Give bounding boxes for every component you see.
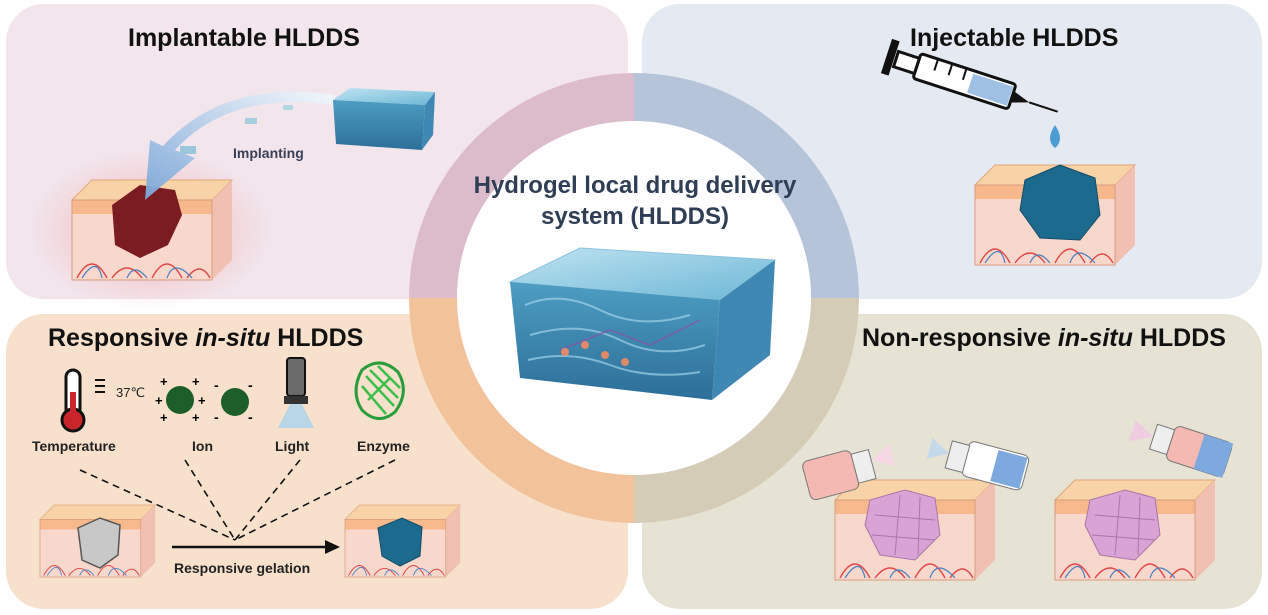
temperature-value: 37℃ bbox=[116, 385, 146, 400]
svg-text:+: + bbox=[198, 393, 206, 408]
spray-bottle-dual-icon bbox=[1128, 420, 1234, 478]
droplet-icon bbox=[1050, 125, 1060, 148]
light-lamp-icon bbox=[278, 357, 314, 428]
injectable-title: Injectable HLDDS bbox=[910, 24, 1119, 52]
ion-negative-icon: - - - - bbox=[214, 377, 253, 425]
implanting-label: Implanting bbox=[233, 145, 304, 161]
svg-text:-: - bbox=[248, 409, 253, 425]
svg-text:+: + bbox=[192, 374, 200, 389]
ring-implantable bbox=[409, 73, 634, 298]
ion-positive-icon: + + + + + + bbox=[155, 374, 206, 425]
ring-injectable bbox=[634, 73, 859, 298]
implant-arrow-icon bbox=[145, 91, 335, 200]
stimuli-dashed-lines bbox=[79, 459, 396, 541]
svg-text:-: - bbox=[248, 377, 253, 393]
thermometer-icon bbox=[60, 368, 105, 433]
nonresponsive-skin-left bbox=[834, 479, 996, 581]
ring-responsive bbox=[409, 298, 634, 523]
responsive-after-skin bbox=[344, 504, 461, 578]
stimulus-label-temperature: Temperature bbox=[32, 438, 116, 454]
svg-text:-: - bbox=[214, 409, 219, 425]
responsive-title: Responsive in-situ HLDDS bbox=[48, 324, 364, 352]
svg-text:+: + bbox=[160, 374, 168, 389]
svg-text:+: + bbox=[192, 410, 200, 425]
nonresponsive-skin-right bbox=[1054, 479, 1216, 581]
implanted-gel-icon bbox=[112, 185, 182, 258]
central-hydrogel-icon bbox=[508, 247, 777, 400]
stimulus-label-light: Light bbox=[275, 438, 310, 454]
enzyme-icon bbox=[354, 361, 405, 420]
injectable-illustration bbox=[880, 38, 1136, 266]
spray-bottle-blue-icon bbox=[926, 437, 1030, 491]
svg-text:+: + bbox=[160, 410, 168, 425]
ring-nonresponsive bbox=[634, 298, 859, 523]
implantable-title: Implantable HLDDS bbox=[128, 24, 360, 52]
stimulus-label-enzyme: Enzyme bbox=[357, 438, 410, 454]
responsive-gelation-label: Responsive gelation bbox=[174, 560, 311, 576]
responsive-before-skin bbox=[39, 504, 156, 578]
svg-text:-: - bbox=[214, 377, 219, 393]
injected-gel-icon bbox=[1019, 164, 1101, 241]
svg-text:+: + bbox=[155, 393, 163, 408]
gelation-arrow-icon bbox=[172, 540, 340, 554]
nonresponsive-title: Non-responsive in-situ HLDDS bbox=[862, 324, 1226, 352]
center-title: Hydrogel local drug delivery system (HLD… bbox=[473, 172, 797, 230]
stimulus-label-ion: Ion bbox=[192, 438, 213, 454]
spray-bottle-pink-icon bbox=[802, 443, 896, 501]
syringe-icon bbox=[880, 38, 1058, 113]
implantable-illustration bbox=[30, 88, 435, 310]
